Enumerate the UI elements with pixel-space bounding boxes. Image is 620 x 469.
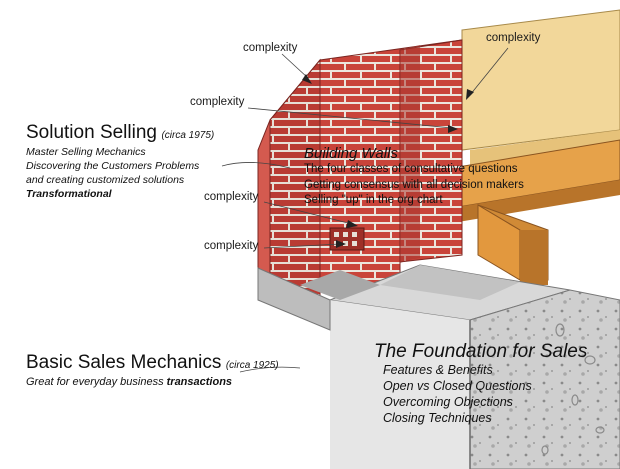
foundation-item: Closing Techniques [383,411,492,425]
basic-sales-title: Basic Sales Mechanics [26,352,222,373]
complexity-label-4: complexity [204,191,259,203]
basic-sales-heading: Basic Sales Mechanics (circa 1925) [26,352,279,374]
complexity-arrow-5 [336,240,346,248]
solution-selling-line: Discovering the Customers Problems [26,160,200,172]
solution-selling-heading: Solution Selling (circa 1975) [26,122,214,144]
complexity-label-1: complexity [243,42,298,54]
complexity-label-5: complexity [204,240,259,252]
complexity-arrow-2 [466,89,474,100]
complexity-leader-5 [263,243,341,249]
solution-selling-circa: (circa 1975) [161,130,215,141]
complexity-arrow-3 [448,125,458,133]
foundation-item: Overcoming Objections [383,395,513,409]
basic-sales-line-prefix: Great for everyday business [26,376,167,388]
complexity-arrow-4 [346,220,358,228]
foundation-item: Features & Benefits [383,363,493,377]
basic-sales-line: Great for everyday business transactions [26,375,232,389]
building-walls-item: Selling "up" in the org chart [304,194,443,206]
basic-sales-circa: (circa 1925) [225,360,279,371]
basic-leader-line [239,366,301,373]
solution-selling-title: Solution Selling [26,122,157,143]
complexity-leader-1 [281,53,309,79]
foundation-items: Features & Benefits Open vs Closed Quest… [383,362,532,426]
basic-sales-line-emphasis: transactions [166,376,233,388]
building-walls-item: The four classes of consultative questio… [304,163,518,175]
solution-selling-line: Master Selling Mechanics [26,146,146,158]
complexity-leader-4 [263,201,353,225]
building-walls-items: The four classes of consultative questio… [304,162,524,209]
solution-selling-details: Master Selling Mechanics Discovering the… [26,145,199,201]
solution-selling-emphasis: Transformational [26,188,112,200]
foundation-title: The Foundation for Sales [374,341,588,362]
solution-leader-line [221,162,291,169]
complexity-leader-3 [247,107,453,129]
foundation-item: Open vs Closed Questions [383,379,532,393]
building-walls-title: Building Walls [304,145,398,162]
complexity-arrow-1 [302,74,312,84]
solution-selling-line: and creating customized solutions [26,174,185,186]
building-walls-item: Getting consensus with all decision make… [304,178,524,191]
complexity-label-2: complexity [486,32,541,44]
complexity-leader-2 [469,47,509,96]
complexity-label-3: complexity [190,96,245,108]
